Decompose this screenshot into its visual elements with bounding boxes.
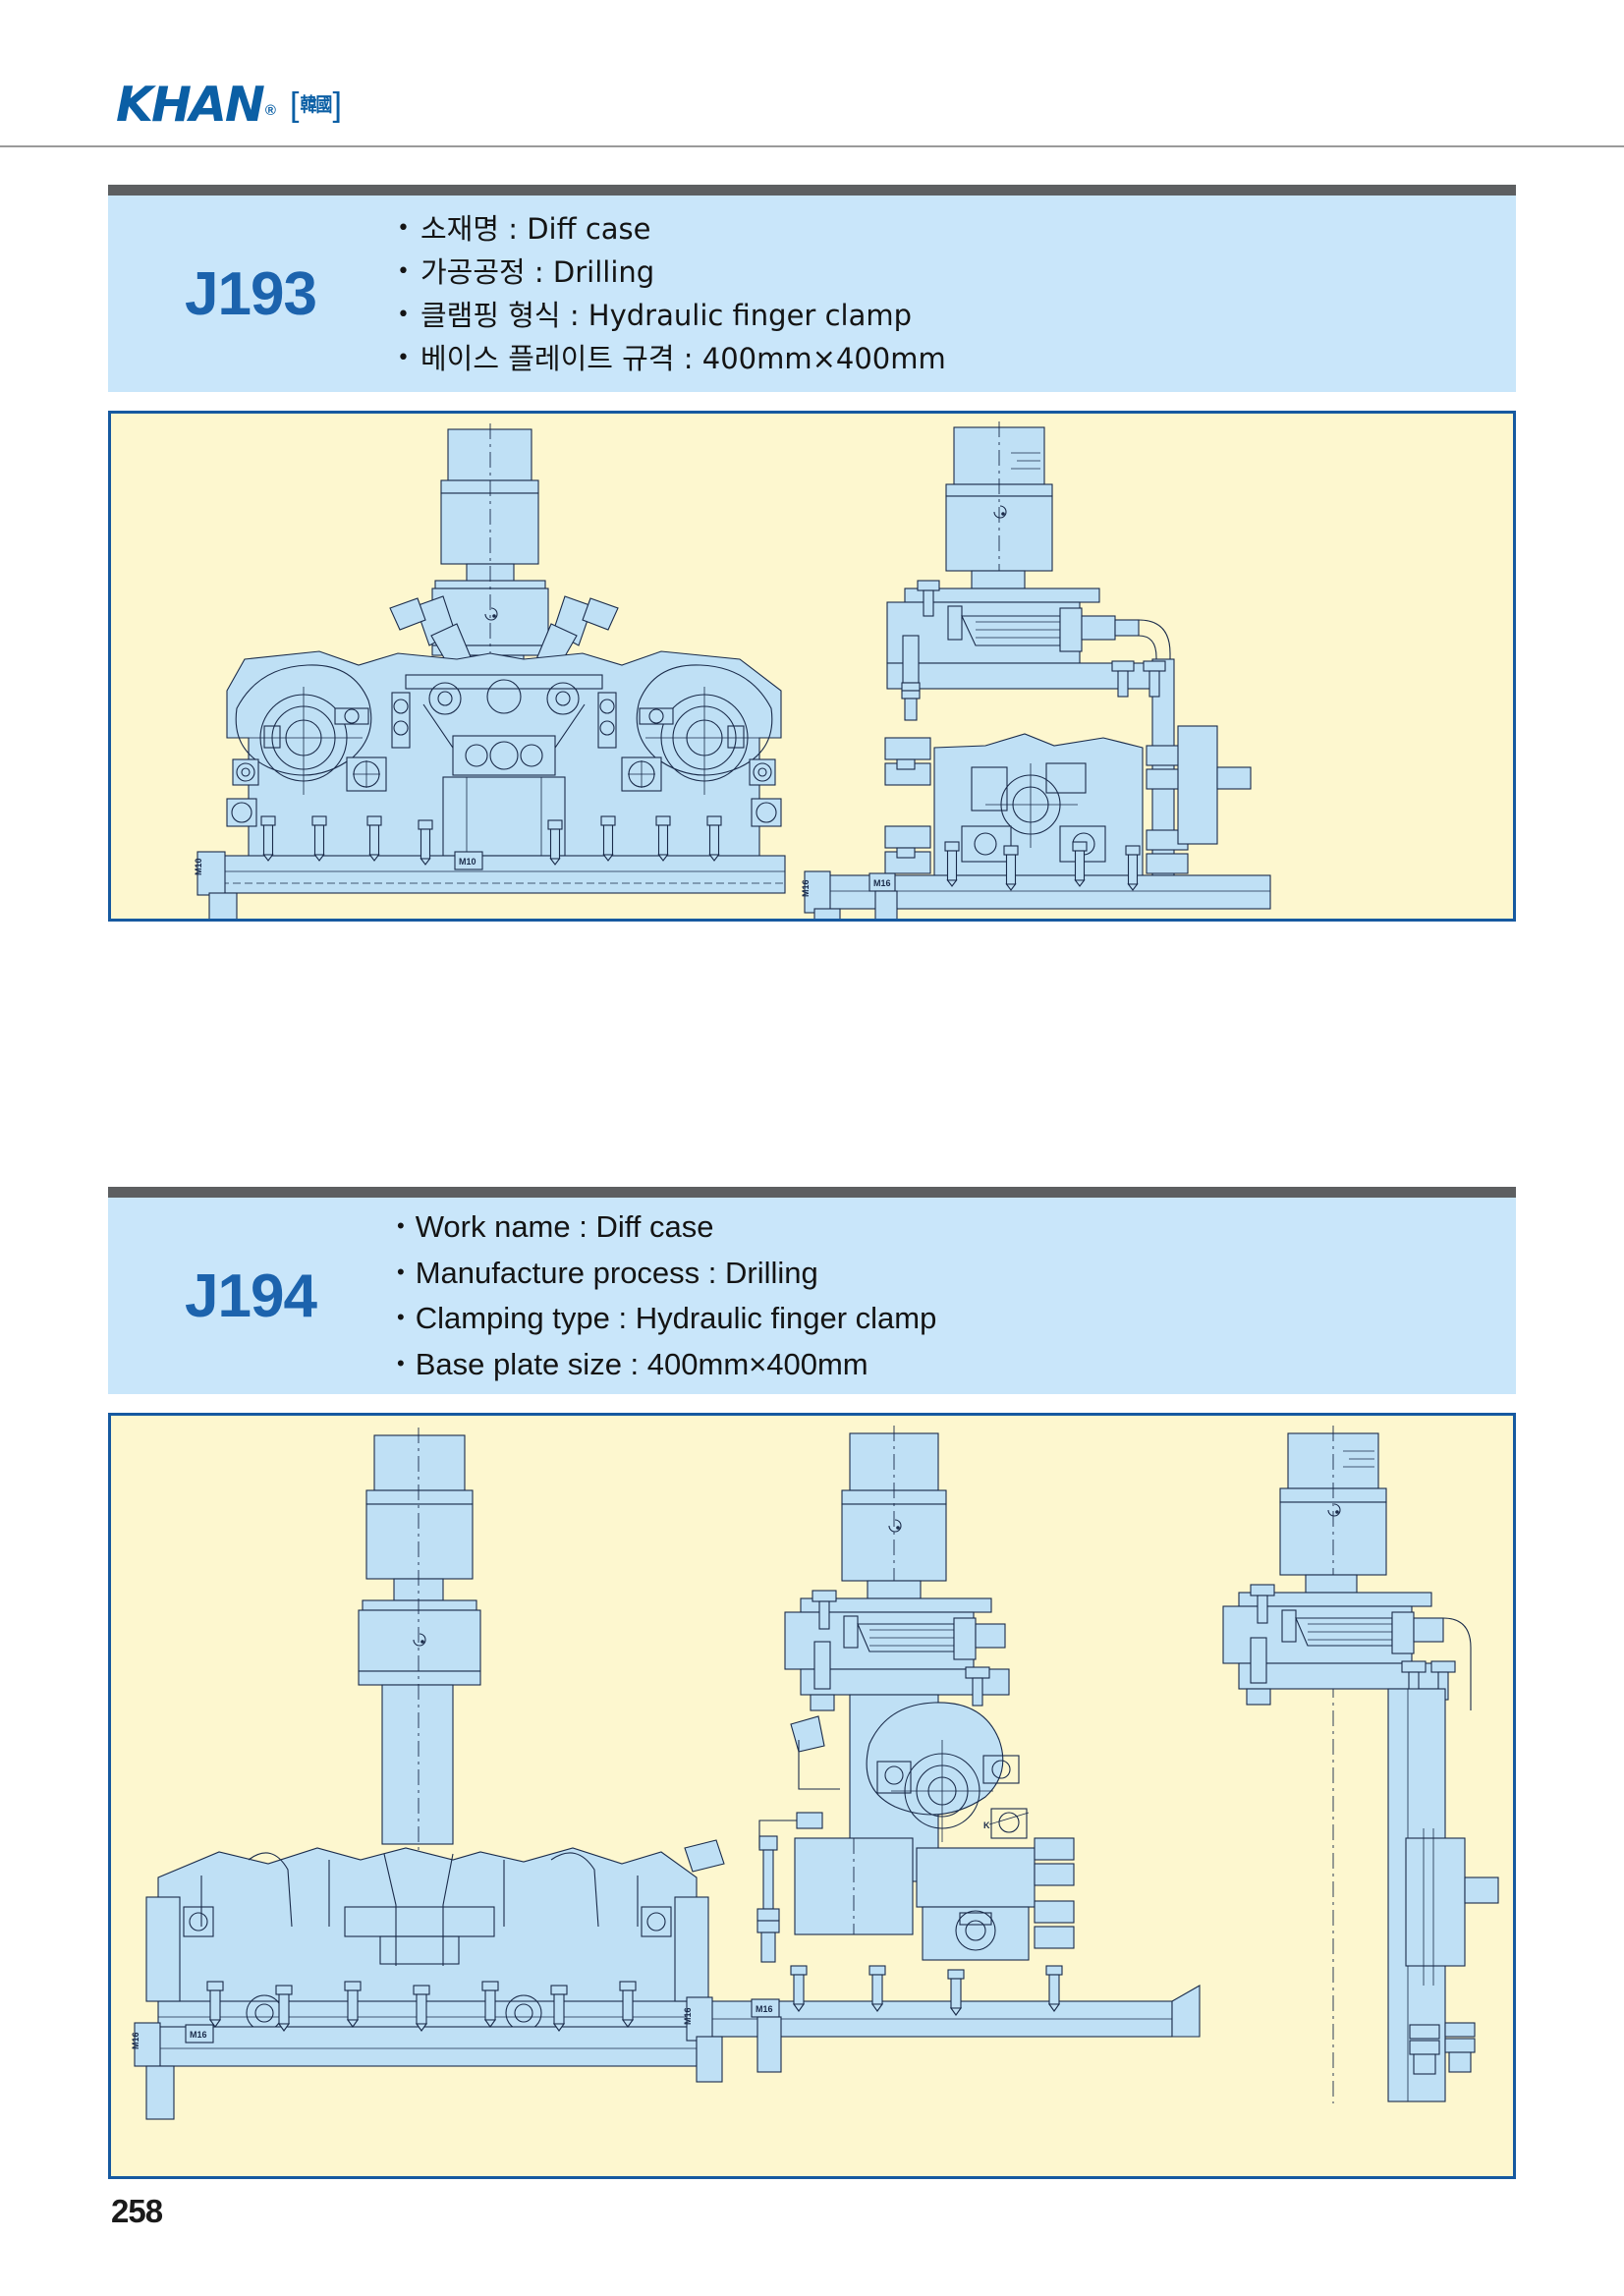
svg-text:M16: M16 [756, 2004, 773, 2014]
spec-line-process: • 가공공정 : Drilling [397, 251, 1496, 294]
spec-text: 소재명 : Diff case [420, 211, 651, 246]
logo-wordmark: KHAN® [116, 77, 276, 133]
bracket-open: [ [289, 85, 300, 124]
drawing-right-view [1222, 1426, 1499, 2103]
spec-line-base-plate: • 베이스 플레이트 규격 : 400mm×400mm [397, 337, 1496, 380]
khan-logo: KHAN® [ 韓國 ] [116, 77, 342, 133]
spec-line-work-name: • 소재명 : Diff case [397, 207, 1496, 251]
logo-cjk-text: 韓國 [300, 93, 332, 116]
bullet-icon: • [397, 1259, 405, 1284]
svg-text:K: K [983, 1820, 990, 1830]
brand-header: KHAN® [ 韓國 ] [0, 0, 1624, 147]
bullet-icon: • [397, 1350, 405, 1375]
spec-header-j193: J193 • 소재명 : Diff case • 가공공정 : Drilling… [108, 196, 1516, 392]
drawing-side-view: M16 M16 [801, 421, 1271, 919]
technical-drawing-j194: .f2 { fill:#bfe0f5; stroke:#1a2b4a; stro… [131, 1426, 1499, 2120]
bullet-icon: • [397, 215, 410, 241]
drawing-panel-j193: .f { fill:#bfe0f5; stroke:#1a2b4a; strok… [108, 411, 1516, 922]
logo-bracket-mark: [ 韓國 ] [290, 88, 342, 122]
svg-text:M16: M16 [683, 2007, 693, 2025]
spec-line-base-plate: • Base plate size : 400mm×400mm [397, 1342, 1496, 1388]
spec-header-topbar [108, 185, 1516, 196]
spec-text: 클램핑 형식 : Hydraulic finger clamp [420, 299, 913, 332]
spec-list-j194: • Work name : Diff case • Manufacture pr… [393, 1204, 1516, 1387]
spec-text: 가공공정 : Drilling [420, 254, 655, 289]
catalog-entry-j193: J193 • 소재명 : Diff case • 가공공정 : Drilling… [108, 185, 1516, 392]
drawing-front-view: M10 M10 [194, 423, 786, 919]
spec-text: 베이스 플레이트 규격 : 400mm×400mm [420, 342, 946, 376]
registered-trademark-icon: ® [264, 101, 276, 119]
spec-header-topbar [108, 1187, 1516, 1198]
spec-list-j193: • 소재명 : Diff case • 가공공정 : Drilling • 클램… [393, 207, 1516, 380]
bullet-icon: • [397, 303, 410, 327]
svg-text:M10: M10 [459, 857, 476, 867]
drawing-front-view: M16 M16 [131, 1428, 725, 2120]
spec-header-j194: J194 • Work name : Diff case • Manufactu… [108, 1198, 1516, 1394]
svg-text:M16: M16 [131, 2032, 140, 2049]
bullet-icon: • [397, 346, 410, 371]
bracket-close: ] [332, 85, 342, 124]
spec-text: Manufacture process : Drilling [415, 1255, 818, 1290]
drawing-panel-j194: .f2 { fill:#bfe0f5; stroke:#1a2b4a; stro… [108, 1413, 1516, 2179]
svg-text:M16: M16 [801, 879, 811, 897]
spec-text: Base plate size : 400mm×400mm [415, 1346, 868, 1381]
svg-text:M16: M16 [873, 878, 891, 888]
catalog-entry-j194: J194 • Work name : Diff case • Manufactu… [108, 1187, 1516, 1394]
entry-code-j194: J194 [185, 1261, 317, 1330]
bullet-icon: • [397, 258, 410, 284]
entry-code-j193: J193 [185, 259, 317, 328]
spec-line-clamping: • 클램핑 형식 : Hydraulic finger clamp [397, 294, 1496, 337]
header-divider [0, 145, 1624, 147]
technical-drawing-j193: .f { fill:#bfe0f5; stroke:#1a2b4a; strok… [194, 421, 1271, 919]
bullet-icon: • [397, 1305, 405, 1329]
logo-khan-text: KHAN [116, 77, 263, 133]
spec-line-work-name: • Work name : Diff case [397, 1204, 1496, 1251]
drawing-label-m10: M10 [194, 858, 203, 875]
bullet-icon: • [397, 1213, 405, 1238]
drawing-side-view: K [683, 1426, 1201, 2083]
svg-text:M16: M16 [190, 2030, 207, 2040]
spec-text: Work name : Diff case [415, 1209, 714, 1244]
spec-line-clamping: • Clamping type : Hydraulic finger clamp [397, 1296, 1496, 1342]
page-number: 258 [111, 2193, 163, 2229]
spec-text: Clamping type : Hydraulic finger clamp [415, 1301, 937, 1335]
spec-line-process: • Manufacture process : Drilling [397, 1251, 1496, 1297]
